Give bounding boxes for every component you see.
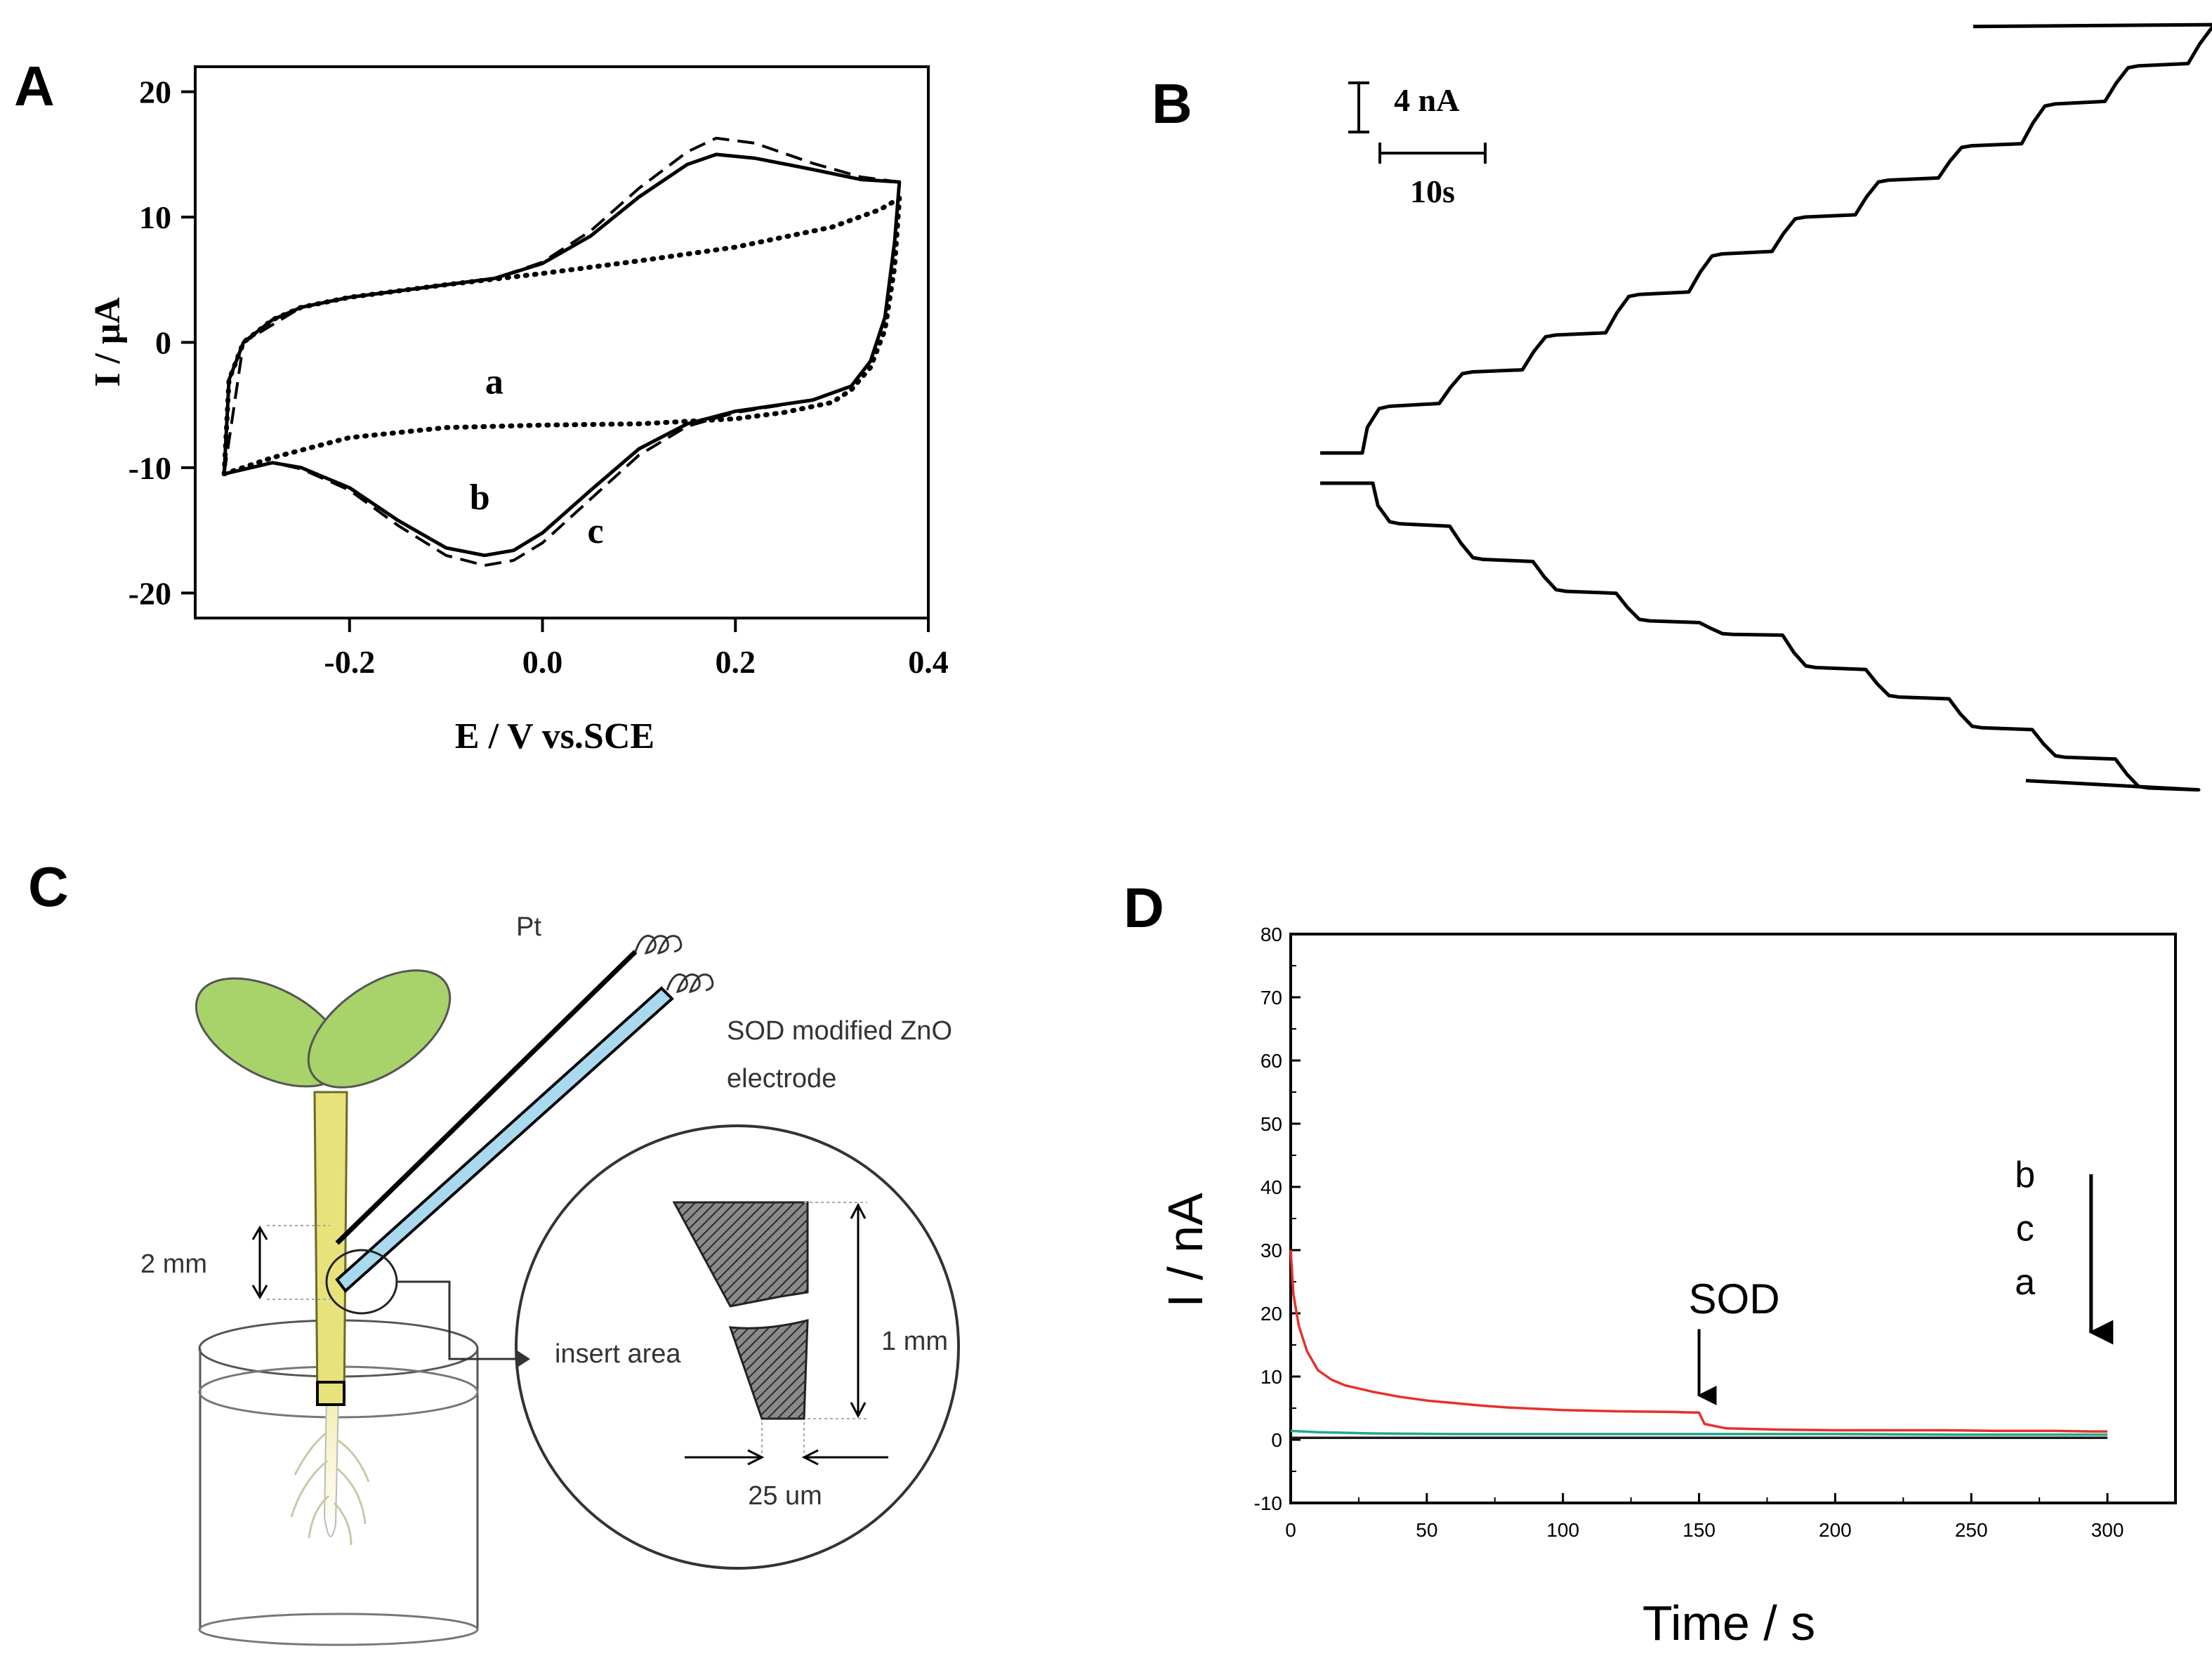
- panel-a-x-tick-label: -0.2: [324, 644, 375, 680]
- length-dimension: 1 mm: [850, 1202, 948, 1419]
- electrode-label-line2: electrode: [727, 1064, 836, 1094]
- panel-label-a: A: [14, 55, 55, 117]
- panel-a-series-b: [222, 152, 902, 558]
- panel-d-series-red: [1289, 1249, 2108, 1433]
- panel-d-y-tick-label: 60: [1260, 1050, 1282, 1072]
- panel-a-plot-frame: [194, 65, 930, 619]
- zno-coil-icon: [666, 973, 714, 994]
- panel-a-x-tick-label: 0.2: [716, 644, 756, 680]
- pt-label: Pt: [516, 912, 541, 942]
- panel-b-current-scalebar: 4 nA: [1348, 81, 1459, 133]
- insert-area-label: insert area: [555, 1339, 681, 1369]
- panel-b-series: [1320, 22, 2212, 792]
- panel-a-axis-ticks: -0.2 0.0 0.2 0.4 -20 -10 0 10 20: [129, 74, 949, 680]
- depth-label: 2 mm: [140, 1249, 207, 1279]
- electrode-label-line1: SOD modified ZnO: [727, 1016, 952, 1046]
- panel-a-series-a: [221, 195, 902, 477]
- panel-d-x-tick-label: 300: [2091, 1519, 2124, 1541]
- panel-b-current-scalebar-label: 4 nA: [1394, 82, 1459, 118]
- panel-d-x-tick-label: 150: [1683, 1519, 1716, 1541]
- panel-a-series-label-c: c: [588, 511, 604, 551]
- stem-base-marker: [316, 1381, 345, 1406]
- panel-d-series: [1289, 1249, 2108, 1440]
- panel-a-y-tick-label: -20: [129, 575, 171, 611]
- panel-b-upper-trace: [1320, 22, 2212, 455]
- hatched-tip-lower: [728, 1319, 809, 1420]
- tip-width-dimension: 25 um: [685, 1422, 888, 1511]
- length-label: 1 mm: [881, 1327, 948, 1356]
- panel-b-time-scalebar-label: 10s: [1410, 173, 1455, 209]
- panel-d-x-tick-label: 200: [1819, 1519, 1852, 1541]
- panel-d-curve-label-c: c: [2016, 1209, 2034, 1249]
- plant-leaves: [195, 969, 452, 1089]
- panel-d-x-tick-label: 250: [1955, 1519, 1988, 1541]
- panel-a-y-tick-label: 20: [139, 74, 171, 110]
- hatched-tip-upper: [672, 1201, 809, 1308]
- panel-b-amperometric-traces: 4 nA 10s: [1320, 22, 2212, 792]
- panel-d-series-green: [1290, 1429, 2108, 1436]
- panel-a-series-c: [223, 136, 901, 567]
- panel-a-series-label-b: b: [470, 478, 490, 518]
- panel-d-y-tick-label: 70: [1260, 987, 1282, 1009]
- panel-a-series: a b c: [221, 136, 902, 567]
- pt-coil-icon: [634, 935, 683, 955]
- panel-a-cyclic-voltammogram: -0.2 0.0 0.2 0.4 -20 -10 0 10 20 a b c E / V vs.SC…: [88, 65, 949, 756]
- panel-a-series-label-a: a: [485, 362, 503, 402]
- panel-d-y-axis-label: I / nA: [1158, 1193, 1213, 1308]
- panel-d-y-tick-label: 50: [1260, 1113, 1282, 1135]
- panel-a-x-tick-label: 0.4: [908, 644, 949, 680]
- panel-a-y-tick-label: 0: [155, 325, 171, 361]
- panel-d-y-tick-label: 30: [1260, 1240, 1282, 1261]
- panel-label-d: D: [1124, 876, 1164, 939]
- panel-d-sod-label: SOD: [1689, 1275, 1780, 1322]
- panel-label-c: C: [28, 855, 69, 918]
- panel-d-plot-frame: [1289, 933, 2177, 1504]
- panel-a-y-axis-label: I / μA: [88, 297, 128, 387]
- panel-d-curve-label-a: a: [2015, 1262, 2035, 1303]
- zno-electrode: [335, 986, 674, 1293]
- panel-b-lower-trace: [1320, 481, 2201, 792]
- panel-d-y-tick-label: 80: [1260, 924, 1282, 945]
- tip-width-label: 25 um: [748, 1481, 822, 1511]
- panel-d-y-tick-label: 40: [1260, 1176, 1282, 1198]
- plant-roots: [290, 1393, 370, 1546]
- panel-d-x-axis-label: Time / s: [1642, 1596, 1815, 1650]
- panel-c-experimental-setup-diagram: Pt SOD modified ZnO electrode 2 mm inser…: [140, 912, 960, 1646]
- plant-stem: [313, 1091, 348, 1406]
- panel-d-y-tick-label: 10: [1260, 1366, 1282, 1388]
- panel-a-y-tick-label: 10: [139, 199, 171, 235]
- panel-d-x-tick-label: 0: [1285, 1519, 1296, 1541]
- panel-d-y-tick-label: 20: [1260, 1303, 1282, 1325]
- panel-d-x-tick-label: 50: [1416, 1519, 1437, 1541]
- panel-label-b: B: [1152, 72, 1192, 135]
- panel-b-time-scalebar: 10s: [1378, 143, 1487, 209]
- panel-d-x-tick-label: 100: [1546, 1519, 1579, 1541]
- magnified-tip-circle: [515, 1124, 960, 1570]
- panel-d-annotations: SOD bca: [1689, 1155, 2114, 1405]
- pt-wire-electrode: [335, 950, 638, 1245]
- zoom-connector: [397, 1280, 516, 1360]
- panel-a-x-axis-label: E / V vs.SCE: [455, 716, 654, 756]
- panel-d-curve-label-b: b: [2015, 1155, 2035, 1195]
- panel-a-x-tick-label: 0.0: [522, 644, 563, 680]
- depth-dimension: 2 mm: [140, 1225, 330, 1300]
- panel-d-y-tick-label: -10: [1254, 1492, 1282, 1514]
- panel-a-y-tick-label: -10: [129, 450, 171, 486]
- panel-d-y-tick-label: 0: [1271, 1429, 1282, 1451]
